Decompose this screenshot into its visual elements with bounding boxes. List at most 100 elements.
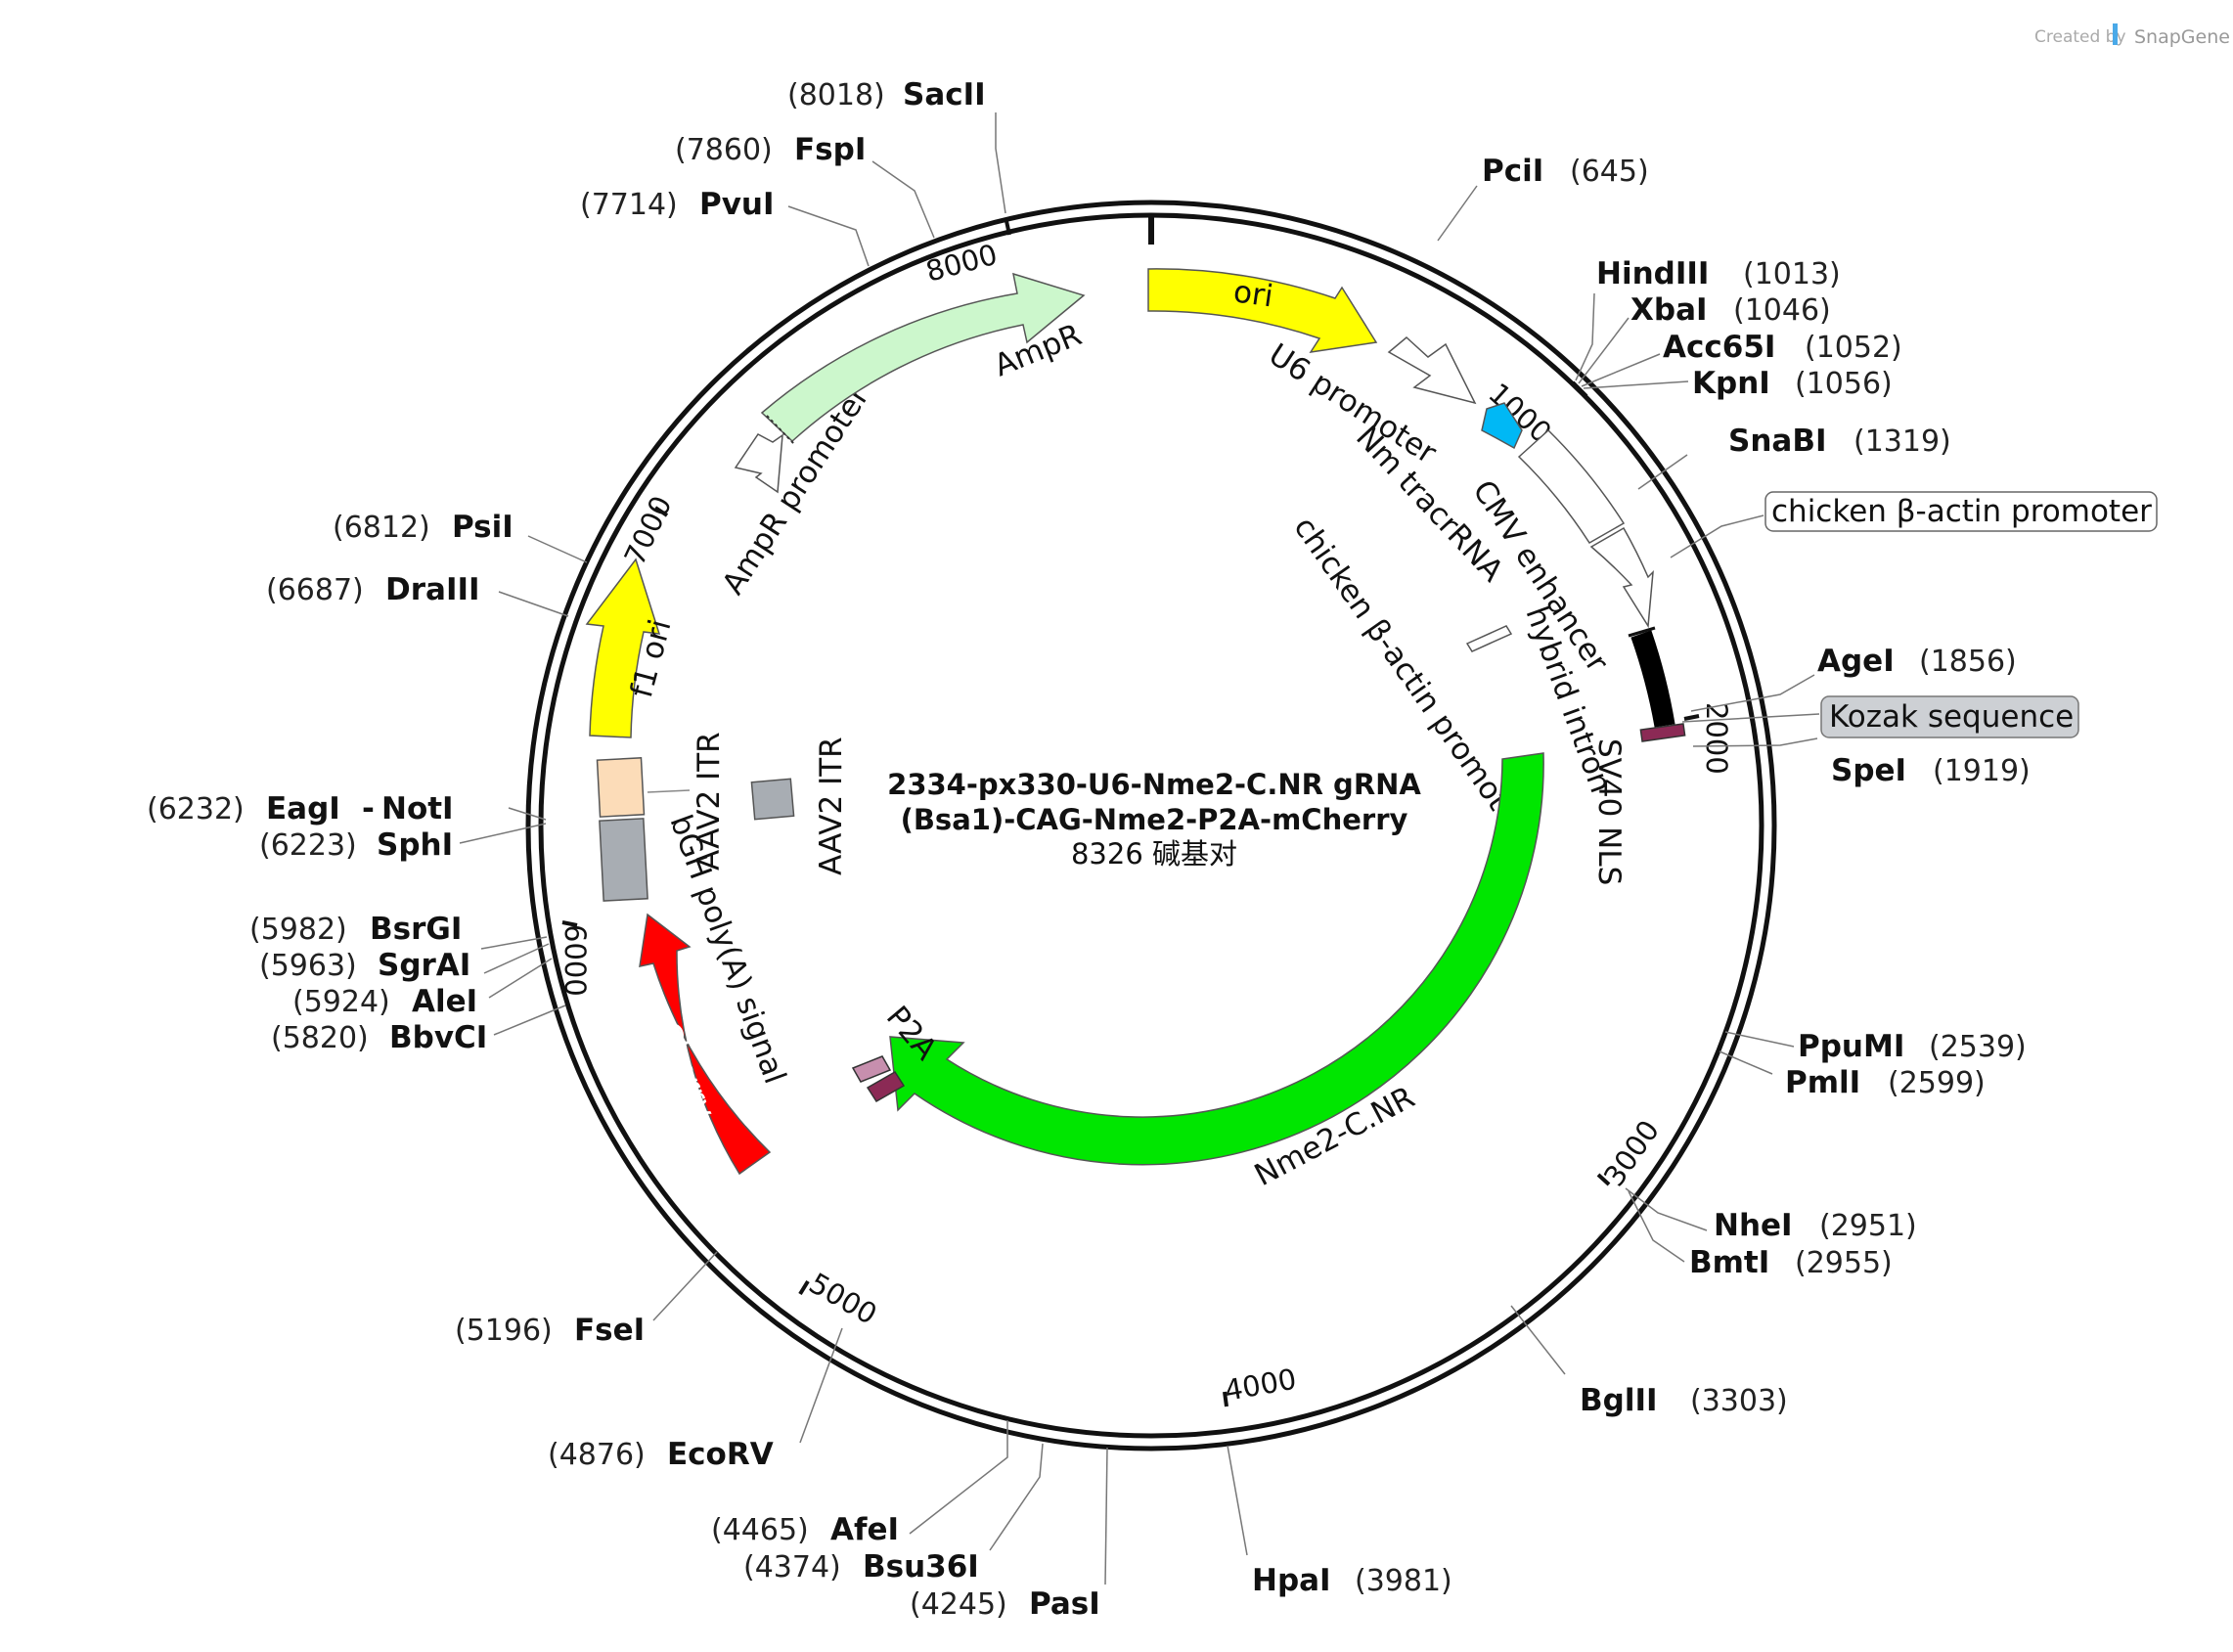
tick-3000 [1596, 1173, 1611, 1186]
itr-left-label: AAV2 ITR [692, 732, 727, 871]
leader-bmti [1628, 1190, 1685, 1263]
site-kpni-name[interactable]: KpnI [1692, 366, 1770, 401]
leader-fspi [871, 160, 935, 239]
site-fsei-name[interactable]: FseI [574, 1313, 645, 1348]
site-bglii-pos: (3303) [1690, 1384, 1788, 1418]
kozak-feature[interactable] [1639, 723, 1686, 742]
site-pasi-name[interactable]: PasI [1029, 1586, 1100, 1622]
site-agei-name[interactable]: AgeI [1817, 644, 1895, 679]
sv40-nls-feature[interactable] [1630, 630, 1675, 728]
hybrid-intron-feature[interactable] [1465, 625, 1513, 652]
snapgene-logo-icon [2113, 23, 2118, 45]
site-hpai-name[interactable]: HpaI [1252, 1563, 1331, 1598]
site-acc65i-name[interactable]: Acc65I [1663, 330, 1775, 365]
site-acc65i-pos: (1052) [1805, 331, 1902, 365]
leader-fsei [652, 1251, 718, 1321]
leader-bbvci [493, 1005, 566, 1036]
nme2-feature[interactable] [889, 752, 1544, 1166]
site-afei-name[interactable]: AfeI [830, 1512, 899, 1547]
tracrrna-feature[interactable] [1481, 402, 1523, 450]
bgh-polya-feature[interactable] [599, 818, 648, 902]
mcherry-feature[interactable] [639, 913, 772, 1176]
tick-label-5000: 5000 [804, 1267, 883, 1331]
site-fspi-name[interactable]: FspI [794, 132, 866, 167]
site-sphi-name[interactable]: SphI [377, 827, 453, 863]
kozak-box-label: Kozak sequence [1829, 699, 2074, 735]
site-psii-name[interactable]: PsiI [452, 510, 514, 545]
site-eagi-separator: - [362, 791, 375, 826]
site-bsrgi-pos: (5982) [249, 913, 347, 947]
cba-promoter-feature[interactable] [1589, 526, 1654, 629]
leader-kozak-box [1681, 713, 1820, 723]
site-alei-pos: (5924) [292, 985, 390, 1019]
ori-feature[interactable] [1147, 268, 1378, 353]
site-sgrai-pos: (5963) [259, 949, 357, 983]
leader-sacii [995, 112, 1006, 214]
site-eagi-pos: (6232) [147, 792, 245, 826]
leader-spei [1692, 737, 1818, 747]
site-noti-name[interactable]: NotI [381, 791, 454, 826]
tick-7000 [653, 506, 669, 517]
site-afei-pos: (4465) [711, 1513, 809, 1547]
site-spei-pos: (1919) [1933, 754, 2031, 788]
site-bglii-name[interactable]: BglII [1580, 1383, 1658, 1418]
leader-kpni [1583, 380, 1689, 389]
itr-left-feature[interactable] [596, 757, 646, 818]
leader-ppumi [1724, 1031, 1795, 1048]
itr-right-label: AAV2 ITR [814, 737, 849, 875]
site-pcii-pos: (645) [1570, 155, 1649, 189]
site-nhei-name[interactable]: NheI [1714, 1208, 1793, 1243]
leader-psii [527, 535, 588, 563]
f1-ori-feature[interactable] [585, 558, 661, 738]
site-pvui-name[interactable]: PvuI [699, 187, 775, 222]
u6-promoter-feature[interactable] [1387, 336, 1477, 405]
p2a-dark-feature[interactable] [866, 1070, 906, 1103]
tick-5000 [798, 1279, 810, 1296]
site-pcii-name[interactable]: PciI [1482, 154, 1543, 189]
tick-4000 [1223, 1391, 1228, 1407]
site-pmli-pos: (2599) [1888, 1066, 1986, 1100]
site-bmti-name[interactable]: BmtI [1689, 1245, 1769, 1280]
site-pmli-name[interactable]: PmlI [1785, 1065, 1860, 1100]
ampr-promoter-feature[interactable] [734, 433, 783, 494]
site-leaders-left [459, 112, 1108, 1585]
site-sgrai-name[interactable]: SgrAI [378, 948, 470, 983]
site-bsrgi-name[interactable]: BsrGI [370, 912, 462, 947]
leader-pvui [787, 205, 870, 267]
ampr-feature[interactable] [760, 272, 1086, 443]
site-hindiii-name[interactable]: HindIII [1596, 256, 1709, 291]
cba-promoter-box-label: chicken β-actin promoter [1771, 494, 2152, 529]
leader-pmli [1719, 1050, 1773, 1075]
site-draiii-pos: (6687) [266, 573, 364, 607]
site-xbai-name[interactable]: XbaI [1630, 292, 1708, 328]
site-ppumi-name[interactable]: PpuMI [1798, 1029, 1904, 1064]
site-snabi-name[interactable]: SnaBI [1728, 424, 1826, 459]
site-bbvci-name[interactable]: BbvCI [389, 1020, 487, 1055]
site-sacii-name[interactable]: SacII [903, 77, 986, 112]
cmv-enhancer-feature[interactable] [1517, 428, 1626, 545]
title-line2: (Bsa1)-CAG-Nme2-P2A-mCherry [901, 803, 1408, 836]
leader-bglii [1510, 1305, 1566, 1375]
cba-promoter-box[interactable] [1764, 491, 2158, 532]
sv40-nls-start-mark [1628, 626, 1656, 638]
site-draiii-name[interactable]: DraIII [385, 572, 480, 607]
site-bsu36i-name[interactable]: Bsu36I [863, 1549, 979, 1585]
site-xbai-pos: (1046) [1733, 293, 1831, 328]
tick-label-4000: 4000 [1222, 1362, 1299, 1407]
leader-pcii [1437, 185, 1478, 242]
leader-bsrgi [480, 936, 548, 950]
tick-label-8000: 8000 [922, 238, 1001, 289]
site-ecorv-name[interactable]: EcoRV [667, 1437, 774, 1472]
itr-right-feature[interactable] [750, 778, 795, 821]
site-bsu36i-pos: (4374) [743, 1550, 841, 1585]
kozak-box[interactable] [1820, 695, 2079, 738]
site-eagi-name[interactable]: EagI [266, 791, 340, 826]
site-fsei-pos: (5196) [455, 1314, 553, 1348]
tick-label-6000: 6000 [558, 924, 592, 997]
site-alei-name[interactable]: AleI [412, 984, 477, 1019]
p2a-feature[interactable] [851, 1055, 892, 1083]
site-spei-name[interactable]: SpeI [1831, 753, 1906, 788]
leader-sphi [459, 823, 547, 844]
leader-nhei [1625, 1187, 1708, 1231]
leader-snabi [1637, 454, 1688, 490]
